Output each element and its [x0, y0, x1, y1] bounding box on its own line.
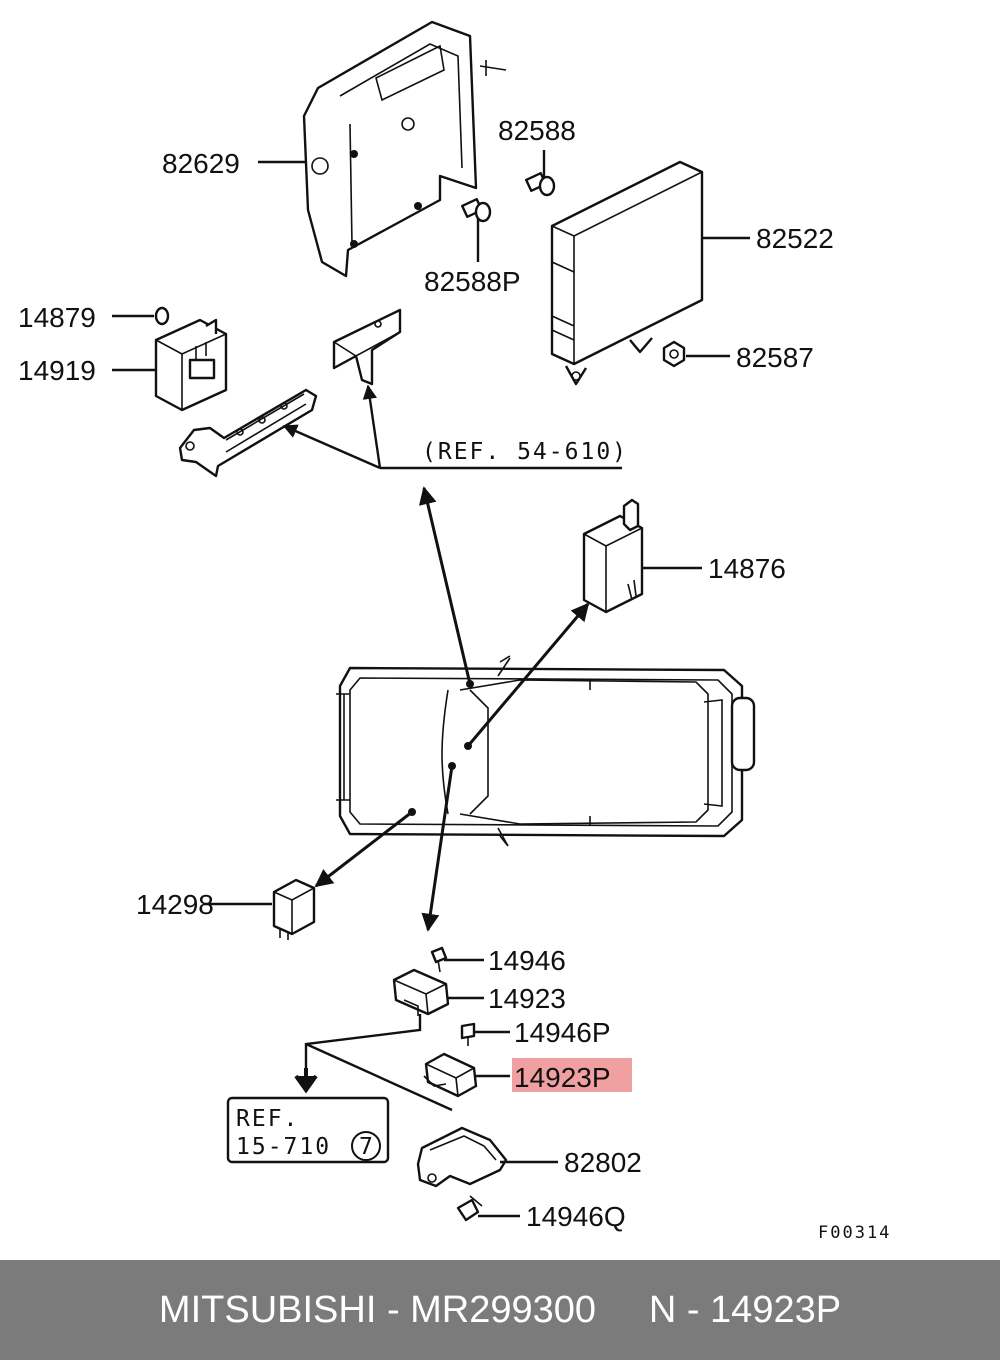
bracket-82802-part — [416, 1126, 508, 1188]
screw-82588-part — [525, 171, 556, 197]
sensor-14923P-part — [423, 1052, 478, 1098]
label-82522: 82522 — [756, 223, 834, 254]
label-82588P: 82588P — [424, 266, 521, 297]
highlight-14923P — [512, 1058, 632, 1092]
figure-code: F00314 — [818, 1223, 891, 1243]
label-14923: 14923 — [488, 983, 566, 1014]
vehicle-top-view — [336, 655, 756, 847]
bolt-14946-part — [430, 946, 448, 973]
bracket-ref-54-610-part — [178, 308, 402, 478]
label-14876: 14876 — [708, 553, 786, 584]
relay-14298-part — [272, 878, 316, 940]
leader-lines — [112, 150, 750, 1218]
cover-82629-part — [302, 20, 507, 278]
control-unit-82522-part — [550, 160, 704, 386]
ref-box-line1: REF. — [236, 1106, 299, 1132]
label-14946: 14946 — [488, 945, 566, 976]
location-arrows — [314, 486, 590, 932]
ref-15-710-box: REF. 15-710 7 — [226, 1068, 390, 1164]
ref-box-line2: 15-710 — [236, 1134, 331, 1160]
ref-box-circle-number: 7 — [359, 1134, 375, 1160]
label-14919: 14919 — [18, 355, 96, 386]
relay-14919-part — [154, 318, 228, 412]
label-82587: 82587 — [736, 342, 814, 373]
sensor-14923-part — [392, 968, 450, 1016]
nut-14879-part — [154, 306, 170, 326]
nut-82587-part — [662, 340, 686, 368]
screw-82588P-part — [461, 197, 492, 223]
label-14946P: 14946P — [514, 1017, 611, 1048]
screw-14946Q-part — [456, 1195, 483, 1222]
relay-14876-part — [582, 498, 644, 614]
label-82629: 82629 — [162, 148, 240, 179]
label-14879: 14879 — [18, 302, 96, 333]
parts-diagram: REF. 15-710 7 82629 82588 82588P 82522 8… — [18, 20, 891, 1243]
bolt-14946P-part — [460, 1022, 476, 1046]
footer-bar: MITSUBISHI - MR299300 N - 14923P — [0, 1260, 1000, 1360]
label-14298: 14298 — [136, 889, 214, 920]
label-ref-54-610: (REF. 54-610) — [422, 439, 628, 465]
label-14923P: 14923P — [514, 1062, 611, 1093]
label-14946Q: 14946Q — [526, 1201, 626, 1232]
label-82588: 82588 — [498, 115, 576, 146]
label-82802: 82802 — [564, 1147, 642, 1178]
footer-part-number: MITSUBISHI - MR299300 N - 14923P — [158, 1289, 842, 1331]
